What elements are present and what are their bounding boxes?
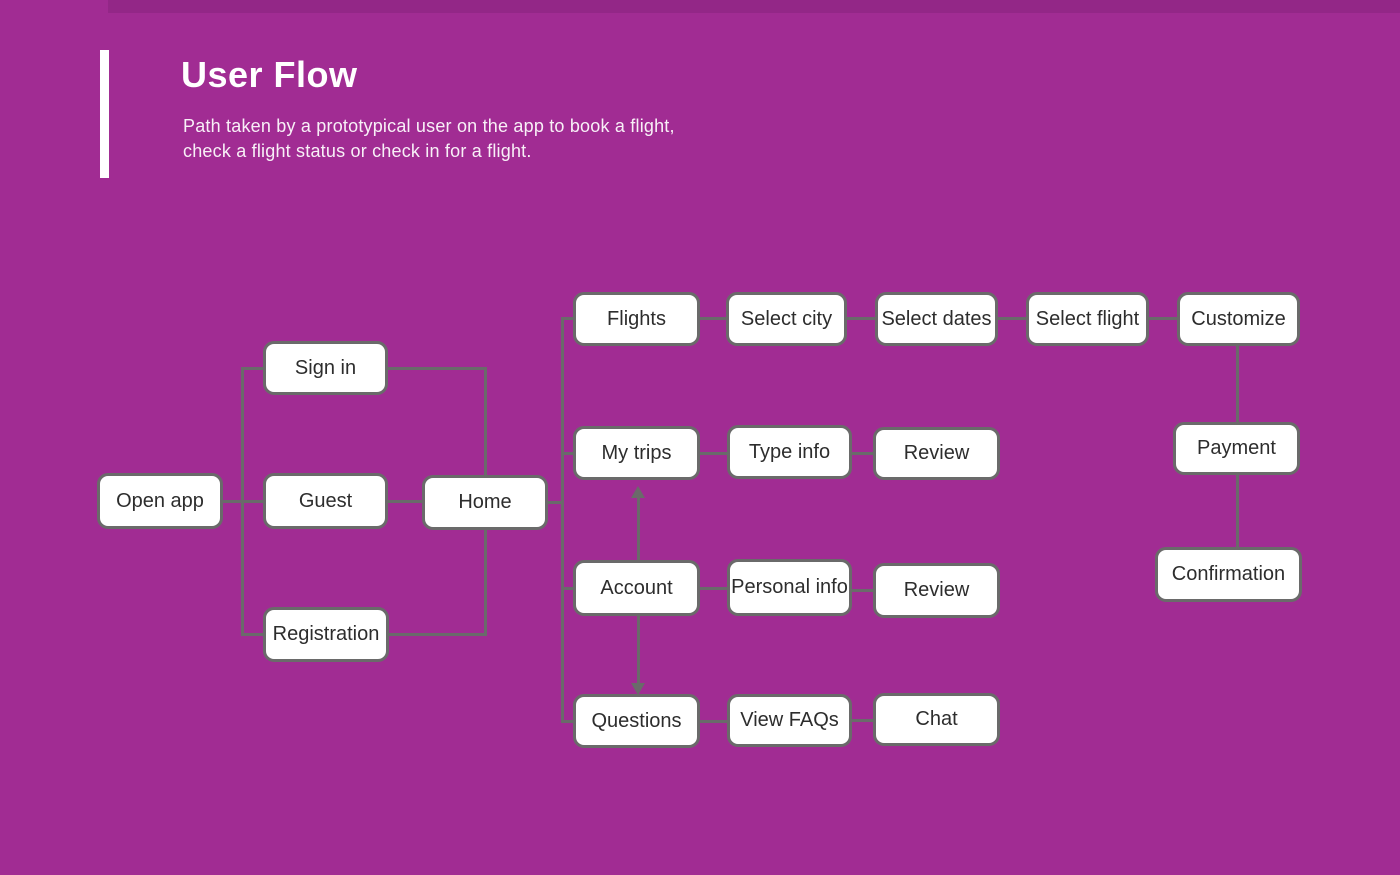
flow-node-label: Confirmation xyxy=(1171,563,1286,585)
flow-node-chat: Chat xyxy=(873,693,1000,746)
flow-node-type-info: Type info xyxy=(727,425,852,479)
connector-line xyxy=(698,451,729,455)
connector-line xyxy=(845,316,877,320)
connector-line xyxy=(698,719,729,723)
flow-node-label: Customize xyxy=(1191,307,1286,330)
flow-node-my-trips: My trips xyxy=(573,426,700,480)
connector-line xyxy=(483,366,487,477)
arrow-account-to-mytrips xyxy=(636,493,640,561)
title-accent-bar xyxy=(100,50,109,178)
flow-node-select-dates: Select dates xyxy=(875,292,998,346)
flow-node-select-city: Select city xyxy=(726,292,847,346)
top-strip xyxy=(108,0,1400,13)
arrow-up-head-icon xyxy=(631,486,645,498)
connector-line xyxy=(698,586,729,590)
flow-node-home: Home xyxy=(422,475,548,530)
connector-line xyxy=(561,586,575,590)
connector-line xyxy=(386,366,487,370)
flow-node-label: Personal info xyxy=(731,576,848,598)
subtitle-line-1: Path taken by a prototypical user on the… xyxy=(183,116,675,136)
flow-node-label: Select city xyxy=(740,307,833,330)
connector-line xyxy=(483,529,487,635)
connector-line xyxy=(241,632,265,636)
subtitle-line-2: check a flight status or check in for a … xyxy=(183,141,532,161)
flow-node-label: My trips xyxy=(601,441,672,464)
connector-line xyxy=(1147,316,1179,320)
flow-node-personal-info: Personal info xyxy=(727,559,852,616)
flow-node-label: Select flight xyxy=(1035,307,1140,330)
flow-node-label: Registration xyxy=(272,623,380,645)
flow-node-label: Sign in xyxy=(294,356,357,379)
connector-line xyxy=(386,499,424,503)
flow-node-label: Account xyxy=(600,576,673,599)
flow-node-payment: Payment xyxy=(1173,422,1300,475)
page-subtitle: Path taken by a prototypical user on the… xyxy=(183,114,675,164)
flow-node-account: Account xyxy=(573,560,700,616)
flow-node-confirmation: Confirmation xyxy=(1155,547,1302,602)
connector-line xyxy=(561,719,575,723)
connector-line xyxy=(561,451,575,455)
connector-line xyxy=(850,588,875,592)
flow-node-label: Review xyxy=(903,579,970,601)
connector-line xyxy=(1235,345,1239,424)
connector-line xyxy=(850,718,875,722)
flow-node-sign-in: Sign in xyxy=(263,341,388,395)
connector-line xyxy=(241,366,265,370)
flow-node-open-app: Open app xyxy=(97,473,223,529)
flow-node-label: Select dates xyxy=(881,307,992,330)
flow-node-label: Flights xyxy=(607,307,666,330)
connector-line xyxy=(698,316,728,320)
page-title: User Flow xyxy=(181,54,358,95)
flow-node-view-faqs: View FAQs xyxy=(727,694,852,747)
connector-line xyxy=(240,366,244,636)
flow-node-registration: Registration xyxy=(263,607,389,662)
flow-node-questions: Questions xyxy=(573,694,700,748)
flow-node-label: Chat xyxy=(915,708,958,730)
connector-line xyxy=(850,451,875,455)
connector-line xyxy=(996,316,1028,320)
flow-node-label: Open app xyxy=(116,489,204,512)
flow-node-customize: Customize xyxy=(1177,292,1300,346)
connector-line xyxy=(560,316,564,723)
flow-node-select-flight: Select flight xyxy=(1026,292,1149,346)
flow-node-label: Questions xyxy=(591,709,682,732)
flow-node-label: Guest xyxy=(298,489,353,512)
flow-node-guest: Guest xyxy=(263,473,388,529)
flow-node-label: Home xyxy=(458,491,512,513)
flow-node-flights: Flights xyxy=(573,292,700,346)
connector-line xyxy=(386,632,487,636)
flow-node-review-trips: Review xyxy=(873,427,1000,480)
arrow-down-head-icon xyxy=(631,683,645,695)
arrow-account-to-questions xyxy=(636,615,640,684)
connector-line xyxy=(561,316,575,320)
flow-node-label: Review xyxy=(903,442,970,464)
connector-line xyxy=(1235,473,1239,549)
flow-node-label: Type info xyxy=(748,440,831,463)
flow-node-label: Payment xyxy=(1197,437,1276,459)
connector-line xyxy=(546,500,563,504)
flow-node-label: View FAQs xyxy=(740,709,839,731)
flow-node-review-account: Review xyxy=(873,563,1000,618)
